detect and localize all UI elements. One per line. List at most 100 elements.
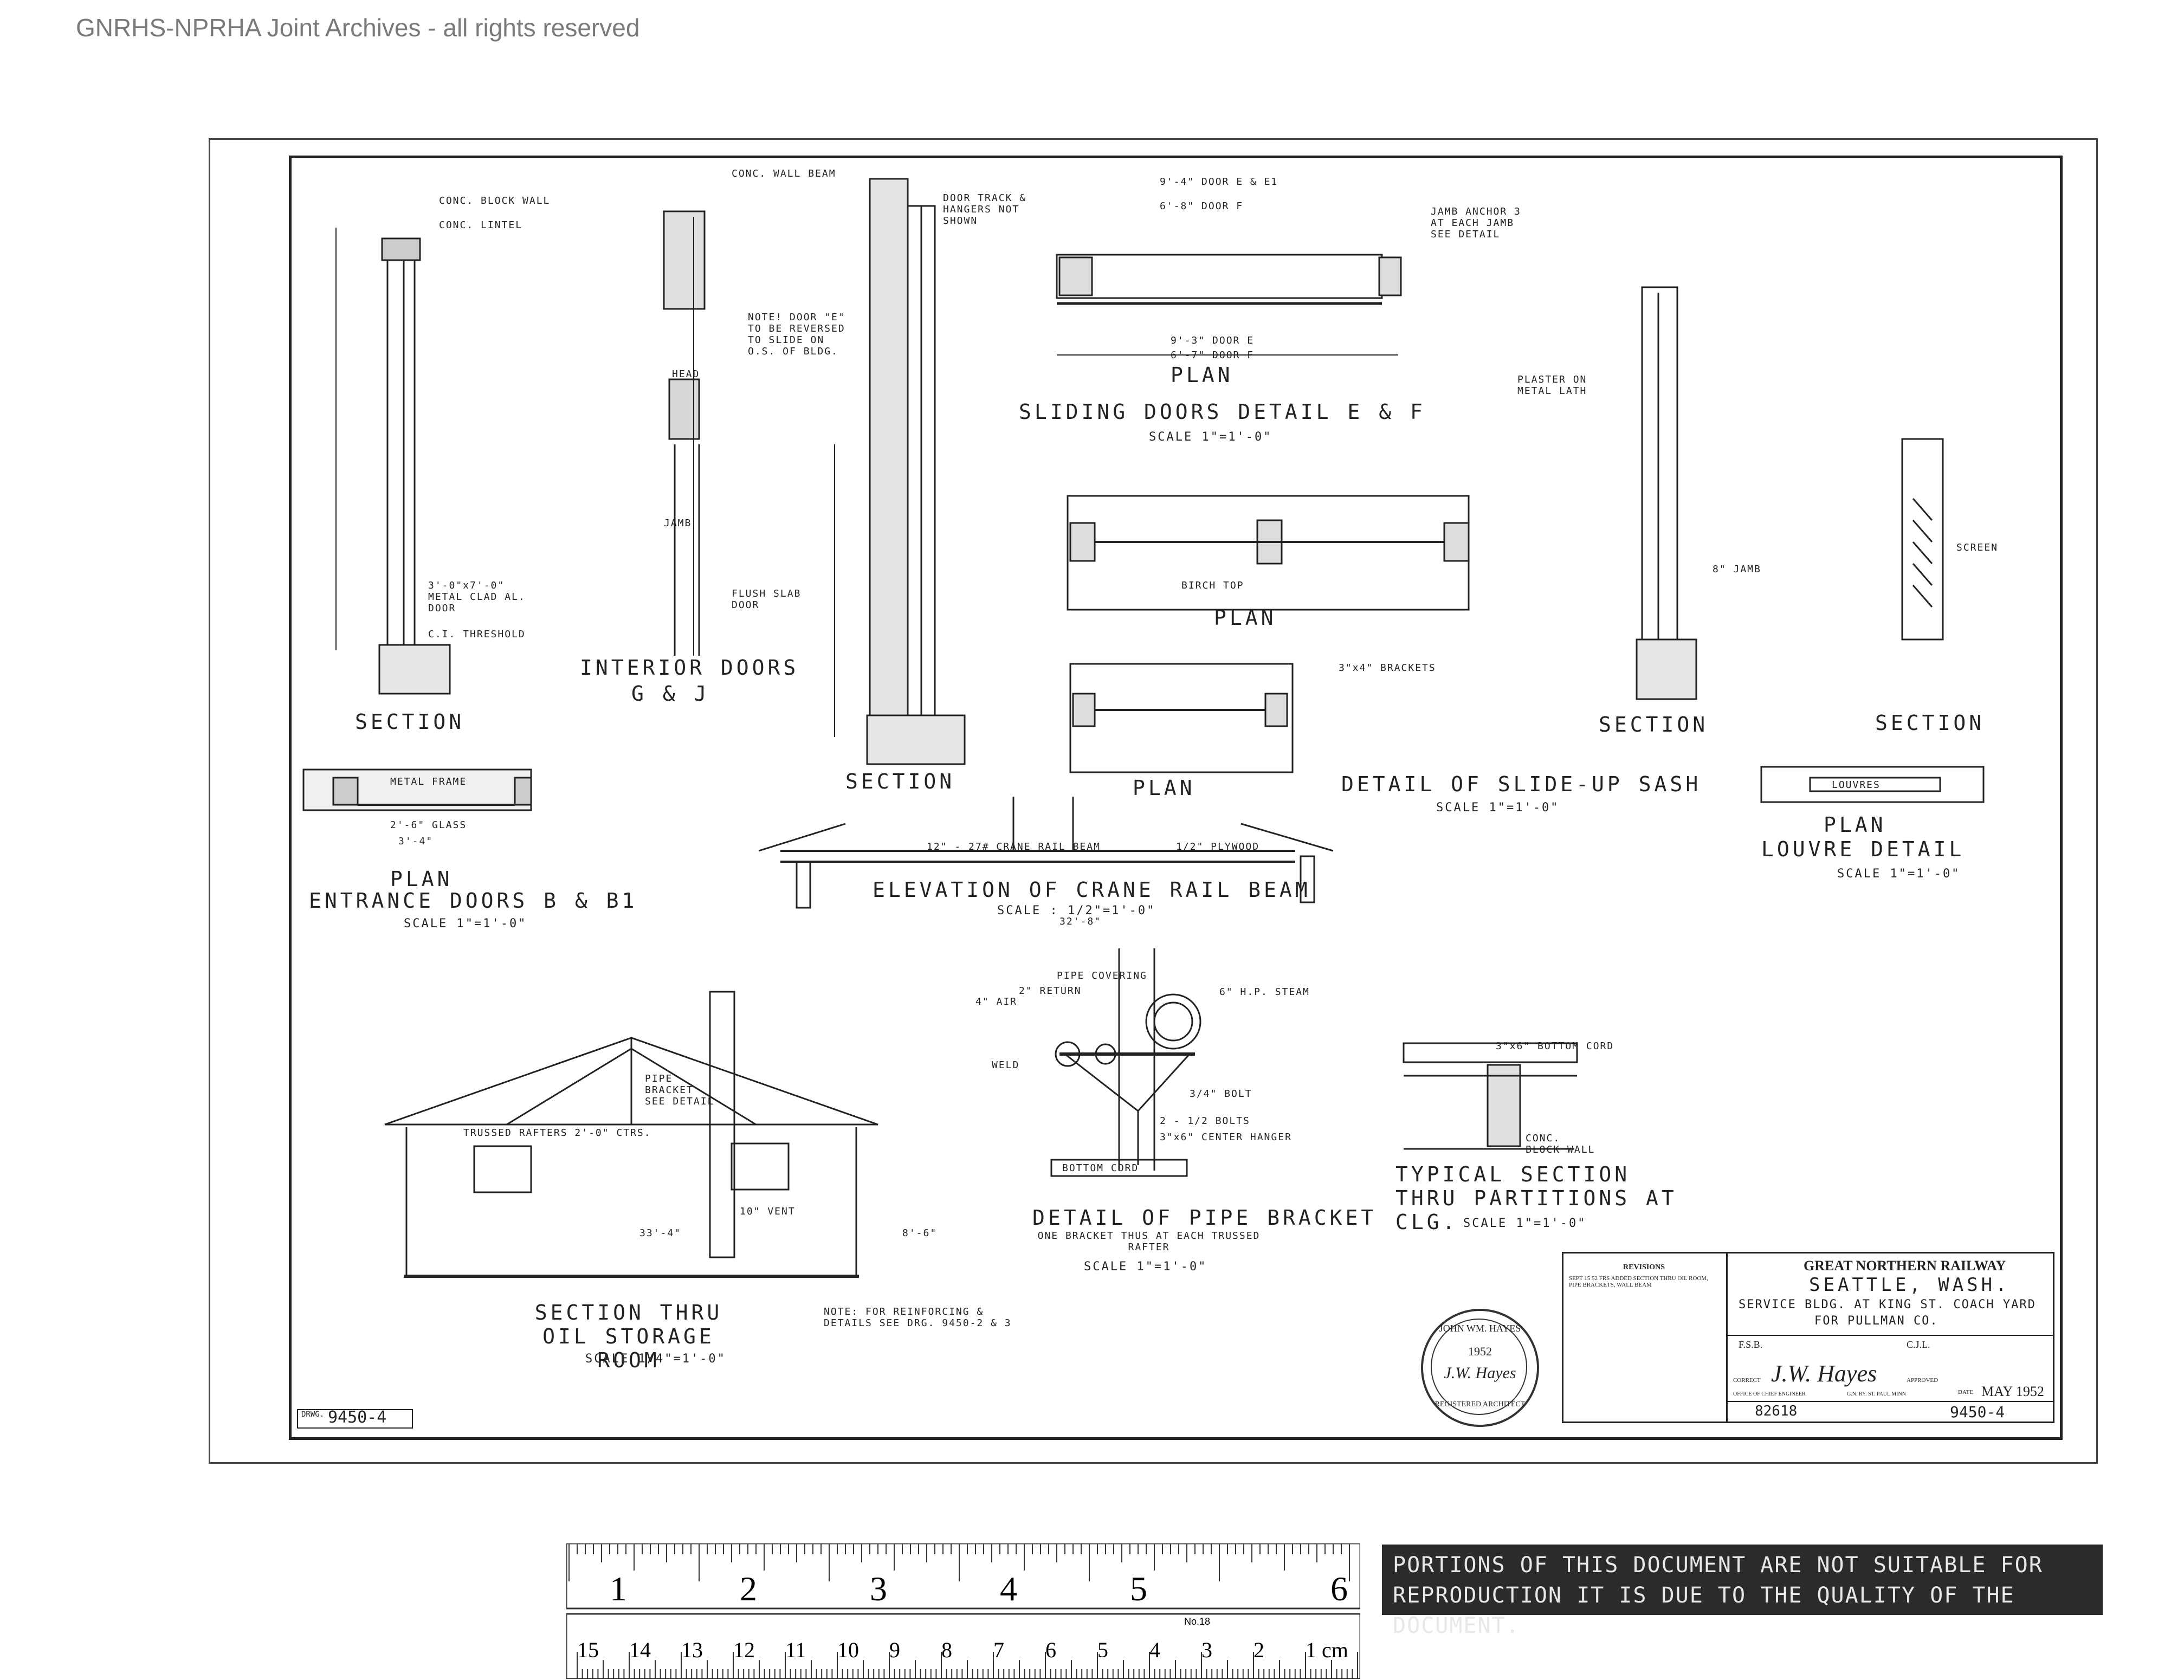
cm-label: 4 — [1149, 1638, 1160, 1662]
label-air: 4" AIR — [975, 996, 1018, 1007]
cm-label: 7 — [993, 1638, 1004, 1662]
label-plywood: 1/2" PLYWOOD — [1176, 841, 1260, 852]
seal-name: JOHN WM. HAYES — [1439, 1323, 1521, 1334]
drawn-by: F.S.B. — [1739, 1339, 1763, 1350]
title-block-drawing-number: 9450-4 — [1950, 1403, 2005, 1421]
view-scale-slide-up-sash: SCALE 1"=1'-0" — [1436, 801, 1560, 815]
drawing-frame — [289, 156, 2063, 1440]
label-metal-door: 3'-0"x7'-0" METAL CLAD AL. DOOR — [428, 580, 526, 614]
drawing-number: 9450-4 — [328, 1408, 387, 1427]
view-title-sliding-doors: SLIDING DOORS DETAIL E & F — [1019, 400, 1426, 424]
view-scale-louvre-detail: SCALE 1"=1'-0" — [1837, 867, 1961, 881]
cm-label: 8 — [941, 1638, 952, 1662]
city-name: SEATTLE, WASH. — [1809, 1274, 2010, 1296]
checked-by: C.J.L. — [1907, 1339, 1930, 1350]
architect-seal-inner-ring — [1431, 1319, 1527, 1415]
title-block-rule-1 — [1728, 1335, 2053, 1336]
label-ci-threshold: C.I. THRESHOLD — [428, 629, 526, 640]
label-glass: 2'-6" GLASS — [390, 819, 467, 831]
label-birch-top: BIRCH TOP — [1181, 580, 1244, 591]
label-trussed-rafters: TRUSSED RAFTERS 2'-0" CTRS. — [463, 1127, 651, 1139]
inch-3: 3 — [870, 1569, 887, 1608]
cm-label: 12 — [733, 1638, 755, 1662]
inch-6: 6 — [1330, 1569, 1348, 1608]
archive-watermark: GNRHS-NPRHA Joint Archives - all rights … — [76, 14, 640, 42]
railway-name: GREAT NORTHERN RAILWAY — [1804, 1258, 2006, 1274]
label-dim-32-8: 32'-8" — [1059, 916, 1102, 927]
drawing-number-prefix: DRWG. — [301, 1410, 325, 1419]
label-bolts: 2 - 1/2 BOLTS — [1160, 1115, 1250, 1127]
view-title-typical-section: TYPICAL SECTION THRU PARTITIONS AT CLG. — [1395, 1162, 1677, 1234]
label-brackets: 3"x4" BRACKETS — [1339, 662, 1436, 674]
title-block: REVISIONS SEPT 15 52 FRS ADDED SECTION T… — [1562, 1252, 2054, 1423]
label-vent: 10" VENT — [740, 1206, 796, 1217]
view-title-oil-storage: SECTION THRU OIL STORAGE ROOM — [534, 1301, 723, 1372]
office-label: OFFICE OF CHIEF ENGINEER — [1733, 1391, 1806, 1397]
label-plaster: PLASTER ON METAL LATH — [1517, 374, 1587, 397]
crane-rail-drawing — [758, 797, 1334, 909]
pipe-bracket-drawing — [1050, 948, 1201, 1177]
cm-label: 1 cm — [1306, 1638, 1348, 1662]
location-label: G.N. RY. ST. PAUL MINN — [1847, 1391, 1906, 1397]
cm-label: 2 — [1253, 1638, 1264, 1662]
cm-label: 15 — [577, 1638, 599, 1662]
view-subtitle-interior-doors: G & J — [631, 682, 710, 706]
view-title-section-center: SECTION — [845, 770, 955, 793]
label-width-3-4: 3'-4" — [398, 836, 434, 847]
job-number: 82618 — [1755, 1403, 1798, 1419]
date-label: DATE — [1958, 1389, 1974, 1395]
label-louvres: LOUVRES — [1832, 779, 1881, 791]
view-title-louvre-plan: PLAN — [1824, 813, 1886, 837]
label-conc-block-wall: CONC. BLOCK WALL — [439, 195, 551, 206]
sliding-plan-drawing — [1056, 254, 1402, 356]
cm-label: 13 — [681, 1638, 703, 1662]
label-note-bottom: NOTE: FOR REINFORCING & DETAILS SEE DRG.… — [824, 1306, 1012, 1329]
cm-label: 10 — [837, 1638, 859, 1662]
oil-storage-drawing — [384, 991, 878, 1278]
revisions-panel: REVISIONS SEPT 15 52 FRS ADDED SECTION T… — [1563, 1253, 1728, 1421]
label-dim-9-3: 9'-3" DOOR E — [1171, 335, 1255, 346]
correct-label: CORRECT — [1733, 1377, 1761, 1384]
view-title-section-entrance: SECTION — [355, 710, 465, 734]
view-title-entrance-plan: PLAN — [390, 867, 453, 891]
label-jamb-8: 8" JAMB — [1713, 564, 1761, 575]
label-bottom-cord-2: 3"x6" BOTTOM CORD — [1496, 1041, 1614, 1052]
entrance-section-drawing — [335, 228, 451, 695]
project-line-2: FOR PULLMAN CO. — [1814, 1314, 1939, 1328]
label-metal-frame: METAL FRAME — [390, 776, 467, 787]
view-title-interior-doors: INTERIOR DOORS — [580, 656, 799, 680]
label-jamb: JAMB — [664, 518, 692, 529]
title-block-main: GREAT NORTHERN RAILWAY SEATTLE, WASH. SE… — [1728, 1253, 2053, 1421]
cm-label: 6 — [1045, 1638, 1056, 1662]
drawing-number-box — [297, 1409, 413, 1429]
title-block-rule-2 — [1728, 1401, 2053, 1402]
label-conc-block-wall-2: CONC. BLOCK WALL — [1526, 1133, 1595, 1155]
approved-label: APPROVED — [1907, 1377, 1939, 1384]
reproduction-notice: PORTIONS OF THIS DOCUMENT ARE NOT SUITAB… — [1382, 1545, 2103, 1638]
label-pipe-bracket: PIPE BRACKET SEE DETAIL — [645, 1073, 715, 1107]
label-conc-lintel: CONC. LINTEL — [439, 219, 523, 231]
right-section-drawing — [1636, 286, 1697, 700]
label-bolt: 3/4" BOLT — [1190, 1088, 1252, 1100]
measuring-ruler: 1 2 3 4 5 6 No.18 1 cm234567891011121314… — [566, 1543, 1360, 1679]
center-section-drawing — [834, 178, 966, 765]
label-pipe-covering: PIPE COVERING — [1057, 970, 1147, 981]
label-conc-wall-beam: CONC. WALL BEAM — [732, 168, 836, 179]
label-dim-8-6: 8'-6" — [902, 1227, 938, 1239]
revisions-label: REVISIONS — [1623, 1263, 1665, 1271]
label-dim-6-7: 6'-7" DOOR F — [1171, 350, 1255, 361]
view-title-pipe-bracket: DETAIL OF PIPE BRACKET — [1032, 1206, 1377, 1230]
seal-signature: J.W. Hayes — [1444, 1364, 1516, 1382]
view-scale-crane-rail: SCALE : 1/2"=1'-0" — [997, 904, 1156, 917]
typical-section-drawing — [1403, 1042, 1578, 1150]
view-scale-typical-section: SCALE 1"=1'-0" — [1463, 1217, 1587, 1230]
seal-registered: REGISTERED ARCHITECT — [1435, 1400, 1526, 1408]
view-title-sliding-plan: PLAN — [1171, 363, 1233, 387]
view-title-entrance-doors: ENTRANCE DOORS B & B1 — [309, 889, 638, 913]
project-line-1: SERVICE BLDG. AT KING ST. COACH YARD — [1739, 1298, 2036, 1311]
label-return: 2" RETURN — [1019, 985, 1082, 997]
label-weld: WELD — [992, 1059, 1020, 1071]
label-note: NOTE! DOOR "E" TO BE REVERSED TO SLIDE O… — [748, 312, 845, 357]
drawing-sheet — [209, 138, 2098, 1464]
cm-label: 11 — [785, 1638, 806, 1662]
